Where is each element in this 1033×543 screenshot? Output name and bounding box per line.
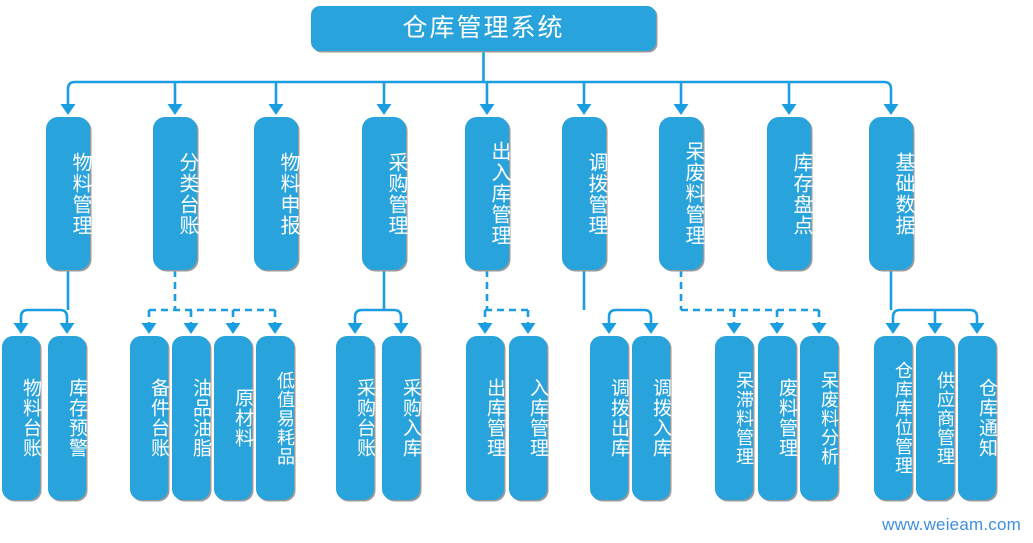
leaf-node-10[interactable]: 调拨出库 — [590, 336, 629, 500]
watermark: www.weieam.com — [882, 515, 1021, 534]
leaf-node-15-label: 仓库库位管理 — [893, 361, 913, 475]
leaf-node-3-label: 油品油脂 — [190, 378, 211, 458]
leaf-node-4-label: 原材料 — [232, 388, 253, 448]
leaf-node-2[interactable]: 备件台账 — [130, 336, 169, 500]
level2-node-1-label: 分类台账 — [176, 151, 198, 236]
leaf-node-17[interactable]: 仓库通知 — [958, 336, 997, 500]
leaf-node-16[interactable]: 供应商管理 — [916, 336, 955, 500]
level2-node-5[interactable]: 调拨管理 — [562, 117, 607, 270]
level2-node-3-label: 采购管理 — [385, 151, 407, 236]
leaf-node-5-label: 低值易耗品 — [275, 370, 295, 466]
level2-node-0[interactable]: 物料管理 — [46, 117, 91, 270]
leaf-node-0-label: 物料台账 — [20, 378, 41, 458]
leaf-node-4[interactable]: 原材料 — [214, 336, 253, 500]
leaf-node-13[interactable]: 废料管理 — [758, 336, 797, 500]
leaf-node-11-label: 调拨入库 — [650, 378, 671, 458]
level2-node-2-label: 物料申报 — [277, 151, 299, 236]
level2-node-8-label: 基础数据 — [892, 151, 914, 236]
leaf-node-13-label: 废料管理 — [776, 378, 797, 458]
leaf-node-8[interactable]: 出库管理 — [466, 336, 505, 500]
leaf-node-15[interactable]: 仓库库位管理 — [874, 336, 913, 500]
level2-node-4-label: 出入库管理 — [488, 141, 510, 246]
level2-node-7-label: 库存盘点 — [790, 151, 812, 236]
leaf-node-2-label: 备件台账 — [148, 378, 169, 458]
leaf-node-5[interactable]: 低值易耗品 — [256, 336, 295, 500]
leaf-node-7-label: 采购入库 — [400, 378, 421, 458]
level2-node-6[interactable]: 呆废料管理 — [659, 117, 704, 270]
level2-node-5-label: 调拨管理 — [585, 151, 607, 236]
leaf-node-9[interactable]: 入库管理 — [509, 336, 548, 500]
level2-node-8[interactable]: 基础数据 — [869, 117, 914, 270]
level2-node-6-label: 呆废料管理 — [682, 141, 704, 246]
leaf-node-8-label: 出库管理 — [484, 378, 505, 458]
leaf-node-14-label: 呆废料分析 — [819, 370, 839, 466]
level2-node-3[interactable]: 采购管理 — [362, 117, 407, 270]
level2-node-0-label: 物料管理 — [69, 151, 91, 236]
leaf-node-7[interactable]: 采购入库 — [382, 336, 421, 500]
leaf-node-17-label: 仓库通知 — [976, 378, 997, 458]
leaf-node-10-label: 调拨出库 — [608, 378, 629, 458]
level2-node-7[interactable]: 库存盘点 — [767, 117, 812, 270]
root-node-warehouse-management-system-label: 仓库管理系统 — [402, 14, 565, 42]
leaf-node-9-label: 入库管理 — [527, 378, 548, 458]
leaf-node-6[interactable]: 采购台账 — [336, 336, 375, 500]
leaf-node-6-label: 采购台账 — [354, 378, 375, 458]
leaf-node-11[interactable]: 调拨入库 — [632, 336, 671, 500]
level2-node-4[interactable]: 出入库管理 — [465, 117, 510, 270]
level2-node-2[interactable]: 物料申报 — [254, 117, 299, 270]
root-node-warehouse-management-system[interactable]: 仓库管理系统 — [311, 6, 656, 51]
leaf-node-14[interactable]: 呆废料分析 — [800, 336, 839, 500]
level2-node-1[interactable]: 分类台账 — [153, 117, 198, 270]
leaf-node-1-label: 库存预警 — [66, 378, 87, 458]
leaf-node-1[interactable]: 库存预警 — [48, 336, 87, 500]
leaf-node-12-label: 呆滞料管理 — [734, 370, 754, 466]
leaf-node-12[interactable]: 呆滞料管理 — [715, 336, 754, 500]
leaf-node-3[interactable]: 油品油脂 — [172, 336, 211, 500]
leaf-node-16-label: 供应商管理 — [935, 370, 955, 466]
leaf-node-0[interactable]: 物料台账 — [2, 336, 41, 500]
